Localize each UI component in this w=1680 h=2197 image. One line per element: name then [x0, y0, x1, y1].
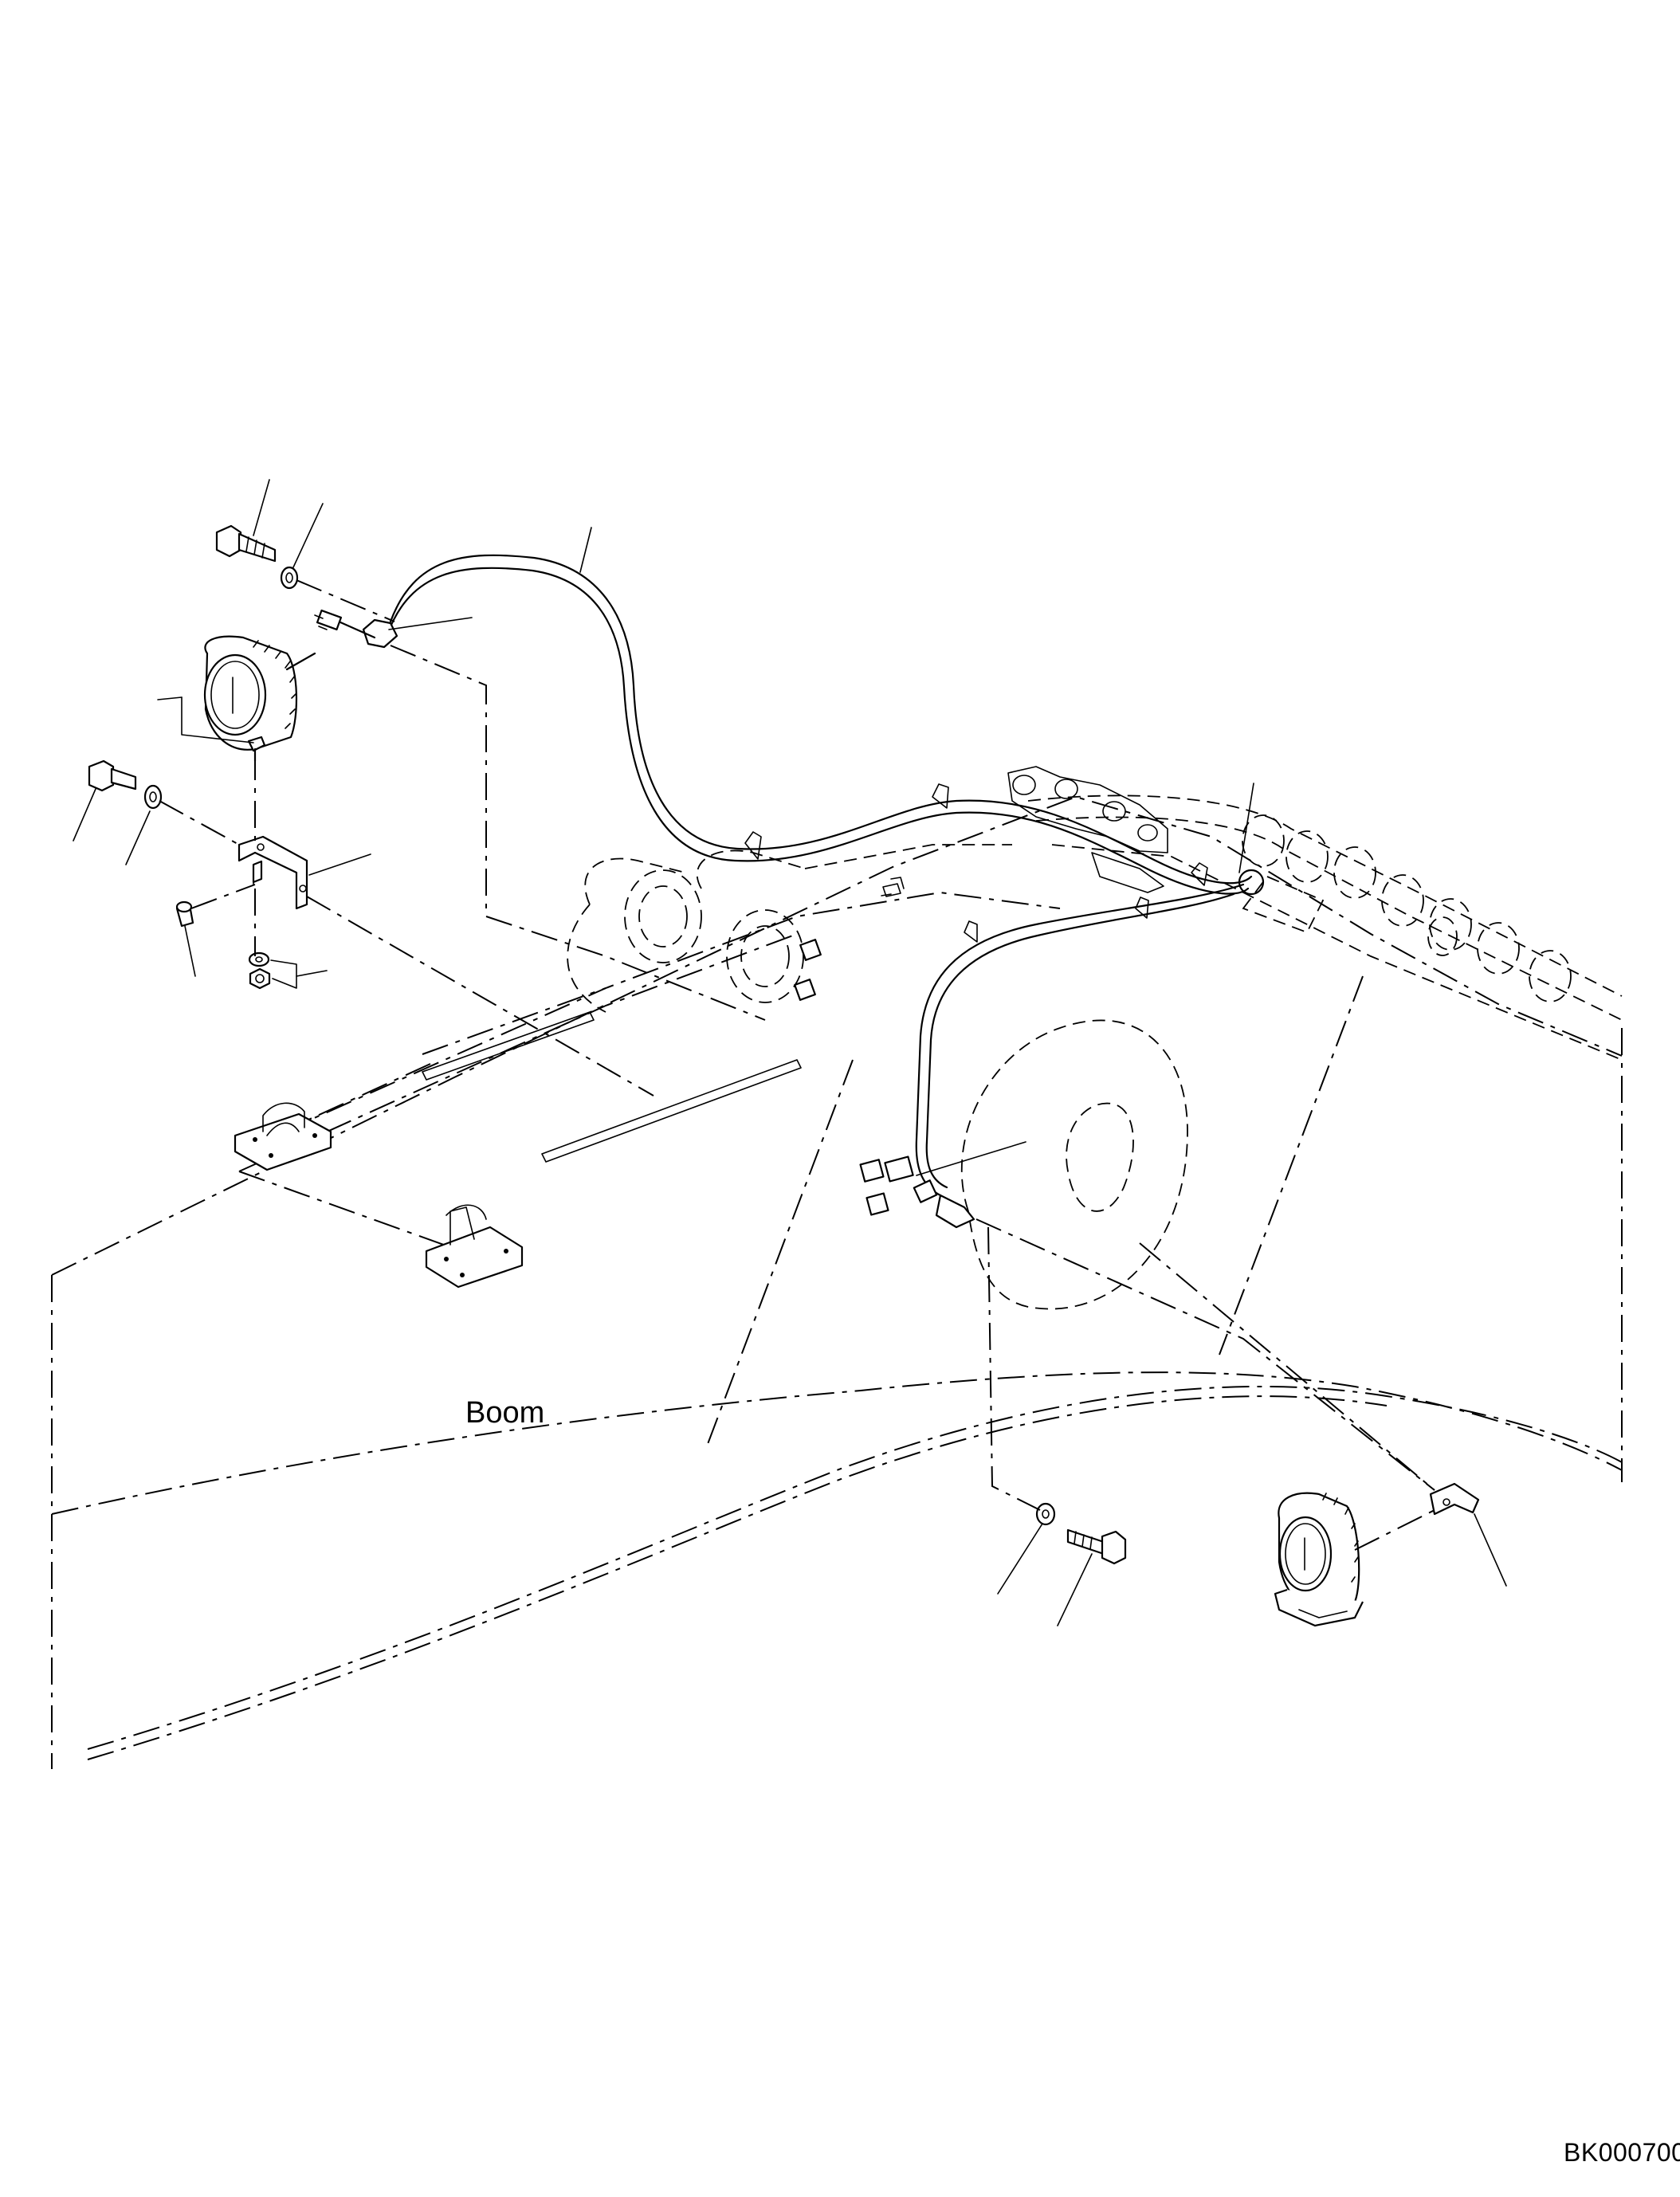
hose-fittings — [1242, 814, 1572, 1002]
boom-mounting-seat-2 — [425, 1204, 524, 1289]
left-lamp-assembly — [88, 524, 905, 1289]
assembly-lines — [159, 579, 1435, 1551]
lamp-bracket — [237, 835, 308, 910]
drawing-code: BK000700 — [1564, 2138, 1680, 2167]
valve-block — [1007, 766, 1168, 893]
boom-foot-bosses — [567, 844, 1012, 1013]
boom-outline — [51, 795, 1623, 1769]
leader-lines — [73, 479, 1507, 1626]
lamp-wiring-harness — [314, 554, 1265, 1229]
bolt-top — [215, 524, 277, 563]
boom-mounting-seat-1 — [234, 1102, 332, 1171]
bolt-left — [88, 759, 137, 792]
boom-hose-bundle — [1027, 794, 1623, 1061]
boom-label: Boom — [465, 1396, 545, 1430]
right-lamp-assembly — [1035, 1482, 1480, 1627]
boom-cylinder-boss — [960, 1019, 1188, 1310]
